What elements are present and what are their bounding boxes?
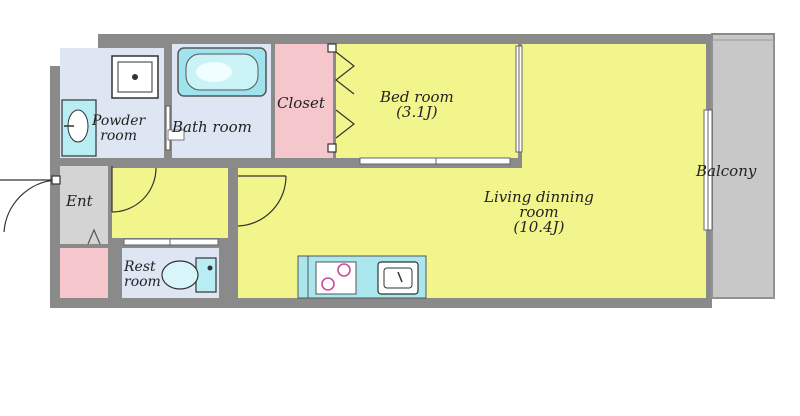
toilet [161,257,217,293]
shoe-storage-floor [60,248,108,298]
entrance-label: Ent [66,192,93,210]
entrance-door [0,175,61,233]
rest-room-label-line2: room [124,274,161,290]
living-dining-label: Living dinning room (10.4J) [484,190,594,235]
powder-room-label: Powder room [92,114,145,144]
kitchen-counter [297,255,427,299]
bath-room-label: Bath room [172,118,252,136]
living-dining-label-line2: room [519,203,559,221]
closet-folding-doors [327,43,355,153]
powder-room-label-line1: Powder [92,113,146,129]
balcony-label: Balcony [696,162,757,180]
rest-room-label-line1: Rest [124,259,156,275]
bedroom-floor [336,44,518,158]
washer-pan [111,55,159,99]
closet-floor [275,44,333,158]
living-floor [238,44,706,298]
bath-sliding-door [165,105,185,151]
restroom-sliding-door [123,238,219,246]
bed-room-label: Bed room (3.1J) [380,90,454,120]
bath-tub [177,47,267,97]
corridor-door [111,166,157,213]
bed-room-label-line2: (3.1J) [396,103,438,121]
rest-room-label: Rest room [124,260,161,290]
wash-basin [61,99,97,157]
living-dining-label-line1: Living dinning [484,188,594,206]
closet-label: Closet [277,94,325,112]
living-dining-label-line3: (10.4J) [513,218,565,236]
corridor-floor [110,168,228,238]
bed-room-label-line1: Bed room [380,88,454,106]
powder-room-label-line2: room [100,128,138,144]
shoe-box-marker [87,228,101,245]
bedroom-sliding-door [359,45,523,165]
balcony-windows [703,109,713,231]
entrance-floor [60,166,108,244]
living-door [237,175,287,227]
